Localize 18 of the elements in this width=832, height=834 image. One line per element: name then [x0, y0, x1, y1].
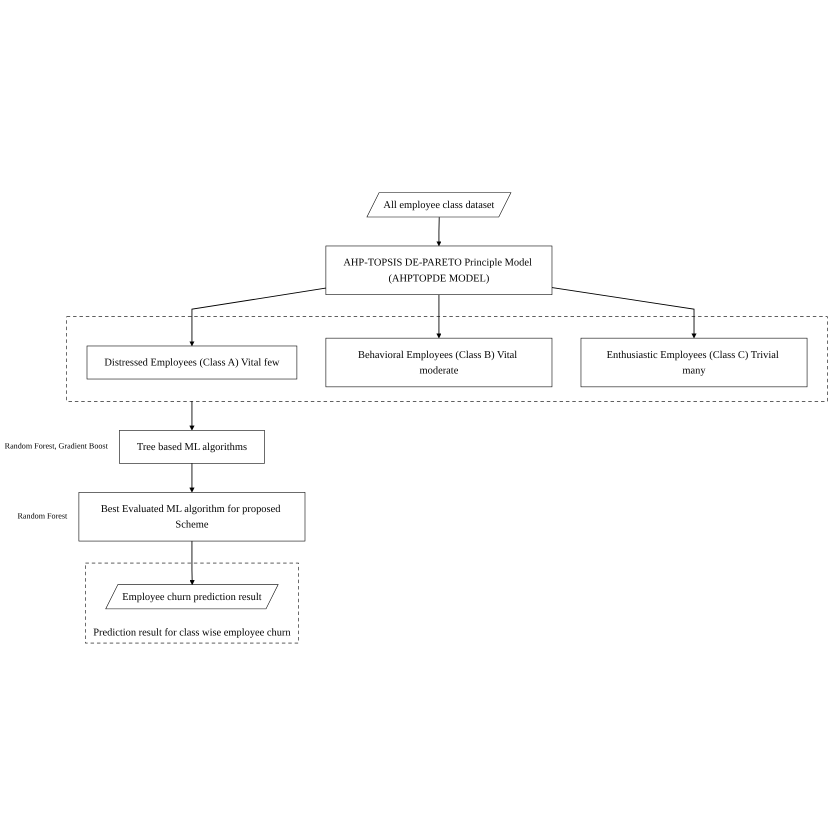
- group-title: Prediction result for class wise employee churn: [93, 628, 291, 639]
- node-box: Distressed Employees (Class A) Vital few: [86, 346, 298, 380]
- arrow: [189, 288, 326, 346]
- node-box: Behavioral Employees (Class B) Vital moderate: [326, 338, 552, 388]
- arrow: [436, 294, 442, 338]
- node-box: Tree based ML algorithms: [119, 430, 265, 464]
- arrow: [552, 287, 697, 338]
- node-box: Best Evaluated ML algorithm for proposed Scheme: [78, 492, 306, 542]
- arrow: [189, 462, 194, 493]
- arrow: [190, 540, 195, 586]
- cluster: [85, 562, 299, 644]
- cluster: [66, 316, 828, 402]
- node-box: Enthusiastic Employees (Class C) Trivial many: [580, 338, 808, 388]
- node-box: AHP-TOPSIS DE-PARETO Principle Model (AHPTOPDE MODEL): [326, 246, 552, 295]
- arrow: [189, 400, 194, 431]
- arrow: [436, 216, 442, 246]
- side-note: Random Forest: [18, 512, 68, 521]
- side-note: Random Forest, Gradient Boost: [4, 442, 108, 451]
